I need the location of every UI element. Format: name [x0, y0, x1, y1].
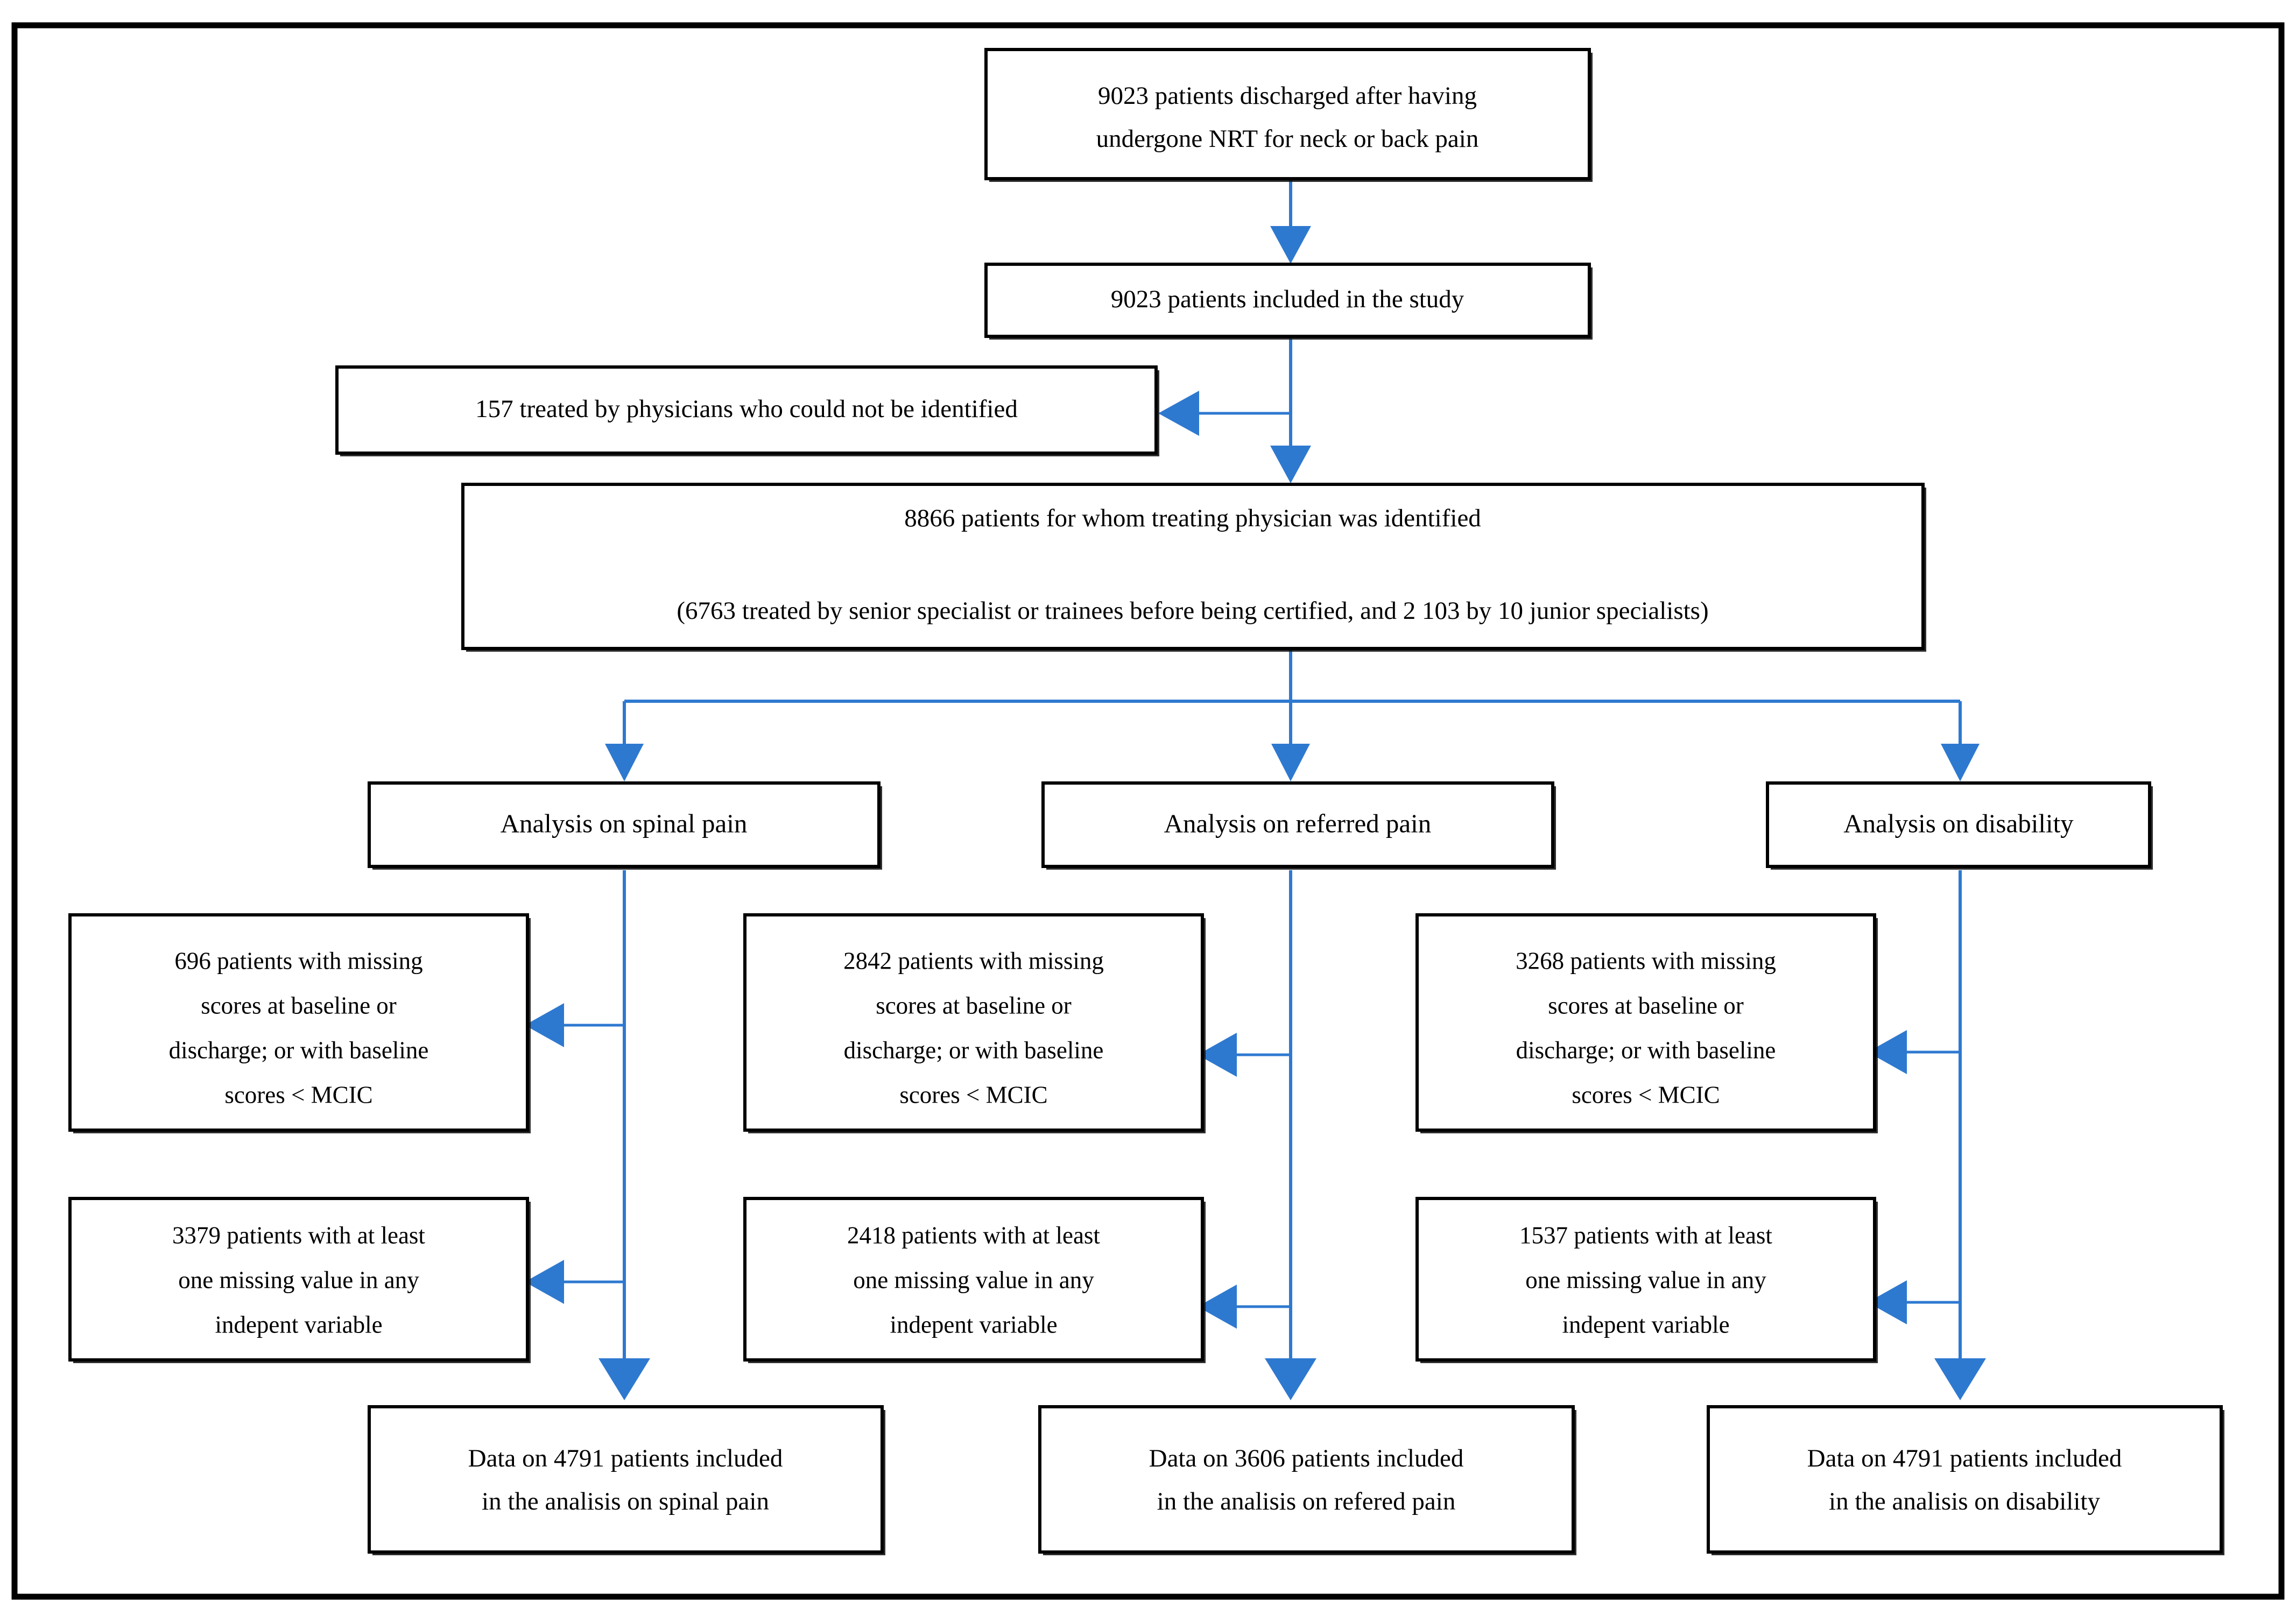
node-frame [1038, 1405, 1575, 1554]
node-frame [368, 1405, 884, 1554]
connectors [525, 179, 1986, 1400]
node-excluded-referred-missing-scores[interactable]: 2842 patients with missing scores at bas… [743, 913, 1206, 1133]
node-frame [743, 1197, 1204, 1362]
node-line-3: discharge; or with baseline [169, 1036, 429, 1063]
node-line-1: Analysis on spinal pain [501, 808, 748, 838]
node-line-1: 1537 patients with at least [1519, 1222, 1772, 1249]
node-line-2: in the analisis on spinal pain [482, 1487, 769, 1515]
arrowhead-spinal-to-final [598, 1358, 650, 1400]
node-line-2: one missing value in any [178, 1266, 419, 1293]
arrowhead-fan-left [605, 744, 644, 781]
node-line-2: scores at baseline or [876, 992, 1072, 1019]
arrowhead-included-to-identified [1270, 446, 1311, 483]
node-frame [984, 48, 1591, 180]
node-frame [743, 913, 1204, 1132]
node-frame [461, 483, 1925, 650]
node-included[interactable]: 9023 patients included in the study [984, 263, 1593, 340]
page-border [11, 22, 2285, 1600]
arrowhead-fan-right [1941, 744, 1980, 781]
node-line-3: discharge; or with baseline [844, 1036, 1104, 1063]
arrowhead-referred-to-final [1265, 1358, 1316, 1400]
node-line-3: discharge; or with baseline [1516, 1036, 1776, 1063]
node-line-4: scores < MCIC [224, 1081, 372, 1108]
node-frame [368, 781, 881, 868]
node-line-1: 157 treated by physicians who could not … [475, 395, 1018, 423]
node-line-1: Analysis on disability [1843, 808, 2074, 838]
node-line-1: 2418 patients with at least [847, 1222, 1100, 1249]
node-line-4: scores < MCIC [1572, 1081, 1720, 1108]
node-frame [335, 365, 1158, 455]
arrowhead-referred-excl-vars [1198, 1285, 1237, 1329]
node-line-3: indepent variable [890, 1311, 1057, 1338]
node-line-1: 696 patients with missing [174, 947, 422, 974]
node-final-spinal-pain[interactable]: Data on 4791 patients included in the an… [368, 1405, 885, 1555]
node-line-2: one missing value in any [853, 1266, 1094, 1293]
arrowhead-disability-excl-scores [1868, 1030, 1907, 1074]
node-line-1: Data on 4791 patients included [468, 1444, 783, 1472]
node-line-1: Data on 4791 patients included [1807, 1444, 2122, 1472]
node-frame [1415, 913, 1876, 1132]
arrowhead-spinal-excl-vars [525, 1260, 564, 1304]
node-excluded-disability-missing-variables[interactable]: 1537 patients with at least one missing … [1415, 1197, 1878, 1363]
node-line-1: Data on 3606 patients included [1149, 1444, 1464, 1472]
arrowhead-spinal-excl-scores [525, 1003, 564, 1047]
node-excluded-spinal-missing-scores[interactable]: 696 patients with missing scores at base… [68, 913, 531, 1133]
node-line-1: 3268 patients with missing [1516, 947, 1776, 974]
node-line-2: in the analisis on disability [1829, 1487, 2100, 1515]
node-identified-physicians[interactable]: 8866 patients for whom treating physicia… [461, 483, 1926, 652]
node-excluded-spinal-missing-variables[interactable]: 3379 patients with at least one missing … [68, 1197, 531, 1363]
node-line-2: scores at baseline or [1548, 992, 1744, 1019]
node-frame [1707, 1405, 2223, 1554]
node-frame [1041, 781, 1554, 868]
node-final-referred-pain[interactable]: Data on 3606 patients included in the an… [1038, 1405, 1576, 1555]
node-excluded-disability-missing-scores[interactable]: 3268 patients with missing scores at bas… [1415, 913, 1878, 1133]
node-analysis-spinal-pain[interactable]: Analysis on spinal pain [368, 781, 882, 870]
arrowhead-disability-excl-vars [1868, 1280, 1907, 1324]
node-line-2: undergone NRT for neck or back pain [1096, 125, 1479, 153]
node-excluded-referred-missing-variables[interactable]: 2418 patients with at least one missing … [743, 1197, 1206, 1363]
node-frame [1415, 1197, 1876, 1362]
arrowhead-discharged-to-included [1270, 226, 1311, 264]
node-line-2: in the analisis on refered pain [1157, 1487, 1456, 1515]
node-line-4: scores < MCIC [899, 1081, 1047, 1108]
node-line-2: (6763 treated by senior specialist or tr… [677, 597, 1708, 625]
node-line-1: 3379 patients with at least [172, 1222, 425, 1249]
node-line-1: 9023 patients discharged after having [1098, 82, 1477, 110]
node-frame [984, 263, 1591, 338]
node-frame [1766, 781, 2151, 868]
node-line-3: indepent variable [1562, 1311, 1729, 1338]
node-analysis-referred-pain[interactable]: Analysis on referred pain [1041, 781, 1556, 870]
node-line-2: scores at baseline or [201, 992, 397, 1019]
node-line-1: 2842 patients with missing [843, 947, 1104, 974]
node-line-1: 8866 patients for whom treating physicia… [904, 504, 1481, 532]
node-line-1: 9023 patients included in the study [1111, 285, 1464, 313]
arrowhead-fan-center [1271, 744, 1310, 781]
node-frame [68, 913, 529, 1132]
arrowhead-referred-excl-scores [1198, 1033, 1237, 1077]
node-line-3: indepent variable [215, 1311, 382, 1338]
node-line-2: one missing value in any [1525, 1266, 1766, 1293]
node-discharged[interactable]: 9023 patients discharged after having un… [984, 48, 1593, 182]
node-analysis-disability[interactable]: Analysis on disability [1766, 781, 2153, 870]
node-line-1: Analysis on referred pain [1164, 808, 1432, 838]
node-final-disability[interactable]: Data on 4791 patients included in the an… [1707, 1405, 2224, 1555]
node-unidentified-physicians[interactable]: 157 treated by physicians who could not … [335, 365, 1159, 456]
node-frame [68, 1197, 529, 1362]
arrowhead-to-unidentified [1158, 391, 1199, 436]
arrowhead-disability-to-final [1934, 1358, 1986, 1400]
